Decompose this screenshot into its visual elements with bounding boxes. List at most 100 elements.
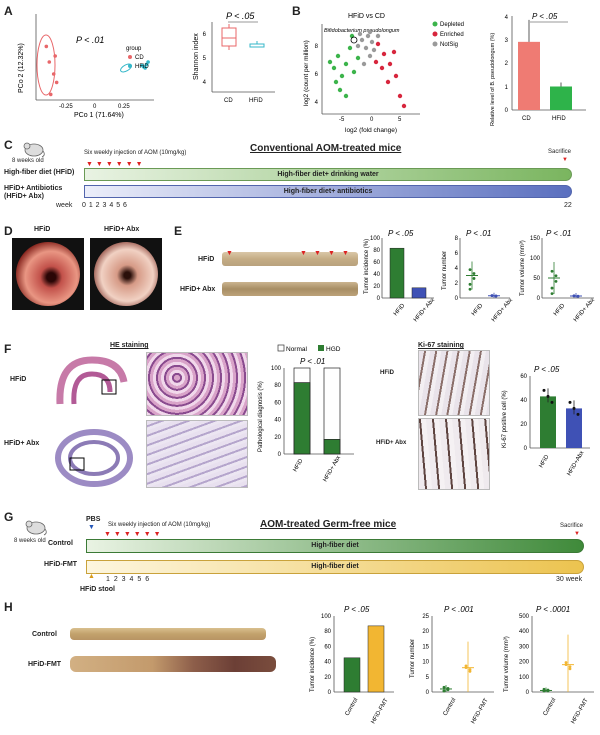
volcano-legend-depleted: Depleted — [440, 22, 464, 28]
e-vol-point — [550, 286, 554, 290]
c-week-label: week — [56, 202, 73, 209]
volcano-point-depleted — [331, 65, 337, 71]
ki-row-abx: HFiD+ Abx — [376, 440, 407, 446]
endoscopy-image-abx — [90, 238, 162, 310]
ki-pval: P < .05 — [534, 365, 560, 374]
volcano-ytick-1: 4 — [315, 100, 319, 106]
e-num-point — [490, 294, 494, 297]
volcano-point-enriched — [401, 103, 407, 109]
h-num-pval: P < .001 — [444, 605, 474, 614]
panel-label-c: C — [4, 138, 13, 152]
pcoa-legend-title: group — [126, 46, 142, 52]
e-vol-point — [554, 274, 558, 278]
g-group1-label: Control — [48, 540, 73, 547]
volcano-point-notsig — [369, 39, 375, 45]
patho-ytick: 80 — [274, 383, 281, 389]
patho-cat-2: HFiD+ Abx — [323, 455, 343, 483]
e-vol-pval: P < .01 — [546, 229, 571, 238]
rel-bar-hfid — [550, 86, 572, 110]
e-num-point — [468, 287, 472, 291]
e-vol-point — [572, 294, 576, 298]
pcoa-point — [141, 65, 146, 69]
volcano-ylabel: log2 (count per million) — [303, 40, 310, 106]
rel-ytick-1: 1 — [505, 85, 509, 91]
rel-cat-cd: CD — [522, 116, 531, 122]
h-vol-ytick: 100 — [519, 675, 530, 681]
volcano-point-depleted — [347, 45, 353, 51]
h-num-point — [468, 669, 472, 673]
pcoa-point — [51, 72, 56, 76]
pcoa-point — [44, 44, 49, 49]
rel-ytick-2: 2 — [505, 61, 509, 67]
e-num-cat-1: HFiD — [471, 302, 485, 317]
ki-bar — [566, 408, 582, 448]
ki-cat-1: HFiD — [539, 454, 551, 469]
volcano-annotation: Bifidobacterium pseudolongum — [324, 28, 400, 34]
volcano-point-enriched — [375, 41, 381, 47]
shannon-ytick-5: 5 — [203, 56, 207, 62]
h-inc-ytick: 100 — [321, 614, 332, 620]
e-num-point — [472, 277, 476, 280]
volcano-legend-notsig: NotSig — [440, 42, 458, 48]
e-inc-bar — [411, 287, 427, 299]
volcano-point-notsig — [359, 37, 365, 43]
e-vol-ytick: 100 — [530, 256, 541, 262]
ki-point — [546, 394, 550, 398]
patho-legend-hgd: HGD — [326, 346, 341, 353]
h-num-ytick: 25 — [422, 614, 429, 620]
c-injection: Six weekly injection of AOM (10mg/kg) — [84, 150, 187, 156]
h-vol-cat-1: Control — [543, 697, 558, 717]
mouse-icon — [23, 142, 45, 158]
h-vol-pval: P < .0001 — [536, 605, 570, 614]
h-inc-cat-2: HFiD-FMT — [371, 697, 390, 725]
c-sacrifice: Sacrifice — [548, 149, 572, 155]
e-num-ytick: 6 — [455, 251, 459, 257]
g-sacrifice: Sacrifice — [560, 523, 584, 529]
shannon-cat-cd: CD — [224, 98, 233, 104]
he-image-hfid-low — [56, 356, 128, 405]
g-title: AOM-treated Germ-free mice — [260, 519, 397, 530]
volcano-point-depleted — [343, 93, 349, 99]
h-inc-bar — [343, 657, 361, 693]
pcoa-plot: P < .01 -0.25 0 0.25 PCo 1 (71.64%) PCo … — [18, 14, 154, 119]
pcoa-legend-cd: CD — [135, 55, 144, 61]
ki-point — [550, 400, 554, 404]
g-group1-bar: High-fiber diet — [86, 539, 584, 553]
ki-ytick: 20 — [520, 422, 527, 428]
e-inc-cat-1: HFiD — [393, 302, 407, 317]
f-row-label-abx: HFiD+ Abx — [4, 440, 40, 447]
c-end-week: 22 — [564, 202, 572, 209]
h-vol-point — [568, 667, 572, 671]
e-vol-ylabel: Tumor volume (mm³) — [520, 240, 526, 296]
e-vol-ytick: 150 — [530, 236, 541, 242]
he-image-abx-high — [146, 420, 248, 488]
g-group2-label: HFiD-FMT — [44, 561, 78, 568]
rel-ytick-4: 4 — [505, 15, 509, 21]
volcano-point-enriched — [393, 73, 399, 79]
h-vol-point — [546, 688, 550, 692]
panel-label-g: G — [4, 510, 14, 524]
shannon-cat-hfid: HFiD — [249, 98, 263, 104]
volcano-point-enriched — [387, 61, 393, 67]
e-num-point — [468, 268, 472, 272]
e-vol-ytick: 0 — [537, 296, 541, 302]
e-vol-point — [554, 279, 558, 283]
shannon-ytick-4: 4 — [203, 80, 207, 86]
volcano-plot: HFiD vs CD Bifidobacterium pseudolongum … — [303, 13, 464, 134]
c-group2-bar: High-fiber diet+ antibiotics — [84, 185, 572, 198]
g-pbs: PBS — [86, 516, 101, 523]
g-weeks: 1 2 3 4 5 6 — [106, 576, 150, 583]
ki-row-hfid: HFiD — [380, 370, 394, 376]
ki67-image-abx — [418, 418, 490, 490]
e-vol-cat-1: HFiD — [553, 302, 567, 317]
pcoa-point — [47, 60, 52, 64]
e-row-label-abx: HFiD+ Abx — [180, 286, 216, 293]
d-label-hfid: HFiD — [34, 226, 51, 233]
rel-pval: P < .05 — [532, 12, 558, 21]
volcano-point-enriched — [381, 51, 387, 57]
g-age: 8 weeks old — [14, 538, 46, 544]
relative-level-chart: Relative level of B. pseudolongum (%) 0 … — [490, 12, 586, 126]
c-sacrifice-arrow: ▼ — [562, 157, 568, 163]
pcoa-point — [48, 92, 53, 97]
